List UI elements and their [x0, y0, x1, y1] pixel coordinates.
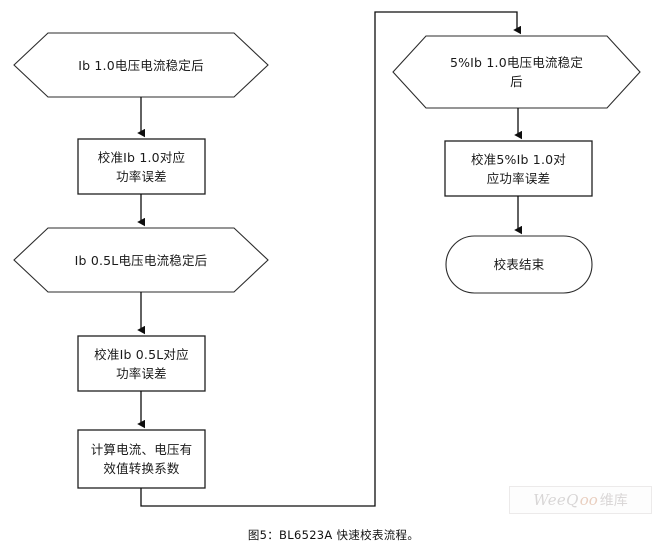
node-calibrate-5pct-ib-1-0 — [444, 140, 593, 197]
node-calibrate-ib-1-0 — [77, 138, 206, 195]
node-calibration-end — [445, 235, 593, 294]
figure-caption: 图5：BL6523A 快速校表流程。 — [247, 528, 420, 542]
edge-n5-n6 — [140, 11, 521, 507]
node-pct5-ib-1-0-stable — [392, 35, 641, 109]
watermark-accent-text: oo — [579, 491, 598, 509]
node-compute-rms-coefficients — [77, 429, 206, 489]
watermark-cn-text: 维库 — [599, 493, 628, 509]
node-calibrate-ib-0-5l — [77, 335, 206, 392]
node-ib-1-0-stable — [13, 32, 269, 98]
node-ib-0-5l-stable — [13, 227, 269, 293]
watermark-main-text: WeeQ — [533, 491, 579, 509]
